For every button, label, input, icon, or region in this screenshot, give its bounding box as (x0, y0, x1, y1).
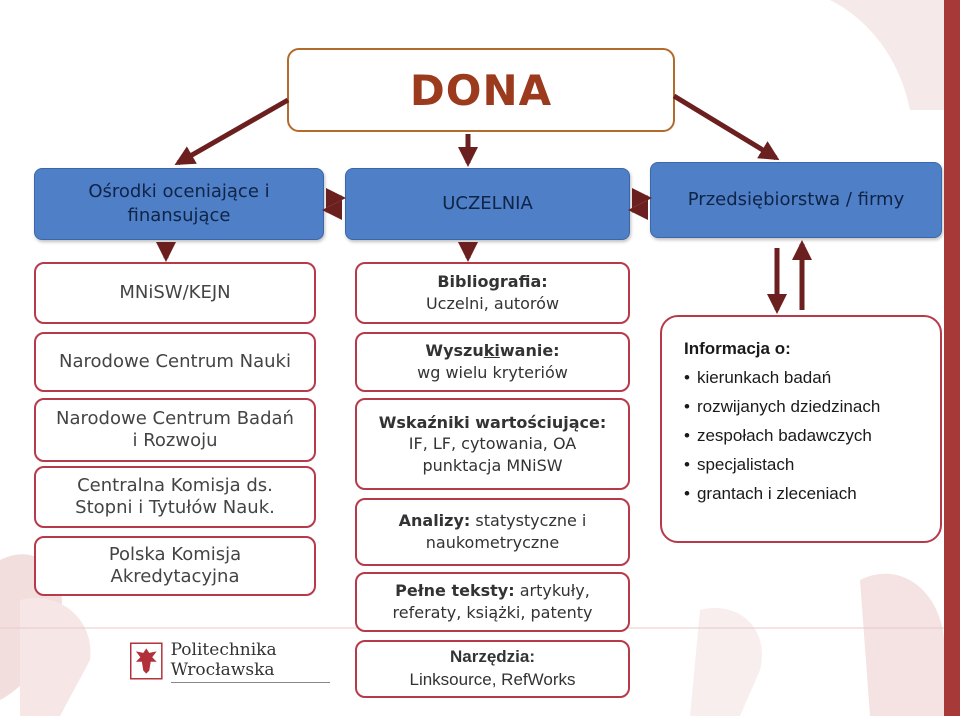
center-item-bibliografia: Bibliografia: Uczelni, autorów (355, 262, 630, 324)
narzedzia-text-post: , RefWorks (491, 670, 576, 689)
evaluating-institutions-label: Ośrodki oceniające i finansujące (88, 180, 270, 226)
analizy-title: Analizy: (398, 511, 471, 531)
bibliografia-title: Bibliografia: (437, 272, 548, 292)
left-item-pka: Polska Komisja Akredytacyjna (34, 536, 316, 596)
info-list-item: kierunkach badań (684, 363, 940, 392)
info-box: Informacja o: kierunkach badań rozwijany… (660, 315, 942, 543)
center-item-narzedzia: Narzędzia: Linksource, RefWorks (355, 640, 630, 698)
pelne-title: Pełne teksty: (395, 581, 515, 601)
dona-title: DONA (409, 65, 553, 115)
university-logo-text: Politechnika Wrocławska (170, 640, 330, 683)
analizy-text-b: naukometryczne (425, 533, 560, 552)
pelne-text-b: referaty, książki, patenty (392, 603, 593, 622)
info-list-item: rozwijanych dziedzinach (684, 392, 940, 421)
dona-title-box: DONA (287, 48, 675, 132)
info-list-item: grantach i zleceniach (684, 479, 940, 508)
university-logo: Politechnika Wrocławska (130, 633, 330, 689)
narzedzia-text-pre: Linksource (409, 670, 492, 689)
bibliografia-text: Uczelni, autorów (425, 294, 560, 313)
left-item-ck: Centralna Komisja ds. Stopni i Tytułów N… (34, 466, 316, 528)
info-list-item: zespołach badawczych (684, 421, 940, 450)
analizy-text-a: statystyczne i (475, 511, 587, 531)
center-item-analizy: Analizy: statystyczne i naukometryczne (355, 498, 630, 566)
university-label: UCZELNIA (442, 192, 533, 214)
companies-box: Przedsiębiorstwa / firmy (650, 162, 942, 238)
university-box: UCZELNIA (345, 168, 630, 240)
wyszukiwanie-title: Wyszukiwanie: (425, 341, 560, 361)
wskazniki-line2: punktacja MNiSW (422, 455, 563, 475)
center-item-wyszukiwanie: Wyszukiwanie: wg wielu kryteriów (355, 332, 630, 392)
wyszukiwanie-text: wg wielu kryteriów (417, 363, 568, 382)
left-item-label: Narodowe Centrum Badań i Rozwoju (56, 407, 294, 452)
left-item-label: Narodowe Centrum Nauki (59, 350, 291, 372)
left-item-mnisw: MNiSW/KEJN (34, 262, 316, 324)
info-title: Informacja o: (684, 339, 791, 358)
eagle-crest-icon (130, 642, 163, 680)
center-item-wskazniki: Wskaźniki wartościujące: IF, LF, cytowan… (355, 398, 630, 490)
center-item-pelne-teksty: Pełne teksty: artykuły, referaty, książk… (355, 572, 630, 632)
companies-label: Przedsiębiorstwa / firmy (687, 188, 905, 210)
narzedzia-title: Narzędzia: (449, 647, 536, 667)
left-item-label: Polska Komisja Akredytacyjna (108, 543, 242, 588)
evaluating-institutions-box: Ośrodki oceniające i finansujące (34, 168, 324, 240)
left-item-label: MNiSW/KEJN (119, 281, 231, 303)
left-item-ncbr: Narodowe Centrum Badań i Rozwoju (34, 398, 316, 462)
info-list: kierunkach badań rozwijanych dziedzinach… (684, 363, 940, 508)
wskazniki-line1: IF, LF, cytowania, OA (408, 434, 577, 454)
left-item-label: Centralna Komisja ds. Stopni i Tytułów N… (75, 474, 275, 519)
wskazniki-title: Wskaźniki wartościujące: (378, 412, 607, 432)
pelne-text-a: artykuły, (519, 581, 590, 601)
info-list-item: specjalistach (684, 450, 940, 479)
left-item-ncn: Narodowe Centrum Nauki (34, 332, 316, 392)
